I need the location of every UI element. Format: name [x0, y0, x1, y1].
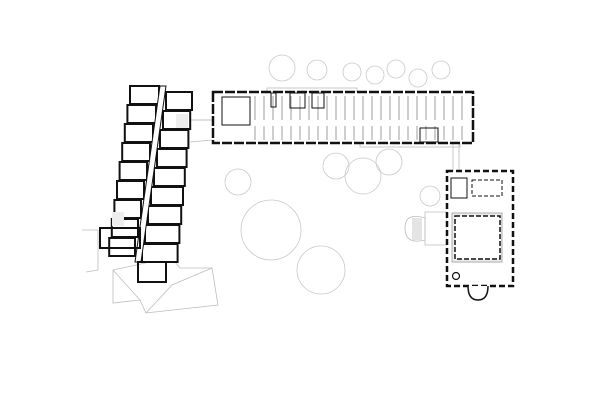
- tree: [296, 245, 346, 295]
- tree: [322, 152, 350, 180]
- tree: [365, 65, 385, 85]
- outer-wall: [211, 90, 475, 145]
- apse: [467, 285, 489, 301]
- roof-ridge: [145, 267, 213, 314]
- tree: [375, 148, 403, 176]
- room-east: [147, 205, 183, 225]
- tree: [431, 60, 451, 80]
- stair: [176, 114, 188, 128]
- room-east: [144, 224, 181, 244]
- room-east: [165, 91, 193, 111]
- long-bar-building: [211, 90, 475, 145]
- tree: [344, 157, 382, 195]
- entrance-hall: [99, 227, 141, 249]
- room-west: [123, 123, 155, 143]
- terrace: [424, 211, 448, 246]
- courtyard-building: [445, 169, 515, 301]
- room-west: [118, 161, 148, 181]
- tree: [342, 62, 362, 82]
- stair: [112, 212, 124, 226]
- tree: [386, 59, 406, 79]
- boundary-line: [82, 229, 99, 273]
- seating-area: [450, 177, 468, 199]
- tree: [224, 168, 252, 196]
- service-room: [311, 92, 325, 109]
- tree: [306, 59, 328, 81]
- stair: [289, 92, 306, 109]
- room-west: [116, 180, 145, 200]
- room-west: [129, 85, 160, 105]
- room-west: [121, 142, 151, 162]
- tree: [268, 54, 296, 82]
- tree: [419, 185, 441, 207]
- tree: [240, 199, 302, 261]
- trees: [224, 54, 451, 295]
- room-west: [126, 104, 158, 124]
- seating-hall: [221, 96, 251, 126]
- spiral-stair: [451, 271, 461, 281]
- tree: [408, 68, 428, 88]
- room-east: [153, 167, 186, 187]
- room-east: [141, 243, 179, 263]
- stair-hall: [471, 179, 503, 197]
- room-east: [150, 186, 184, 206]
- shaft: [270, 92, 277, 108]
- room-east: [159, 129, 190, 149]
- left-slanted-wing: [99, 85, 193, 283]
- roof-ridge: [112, 269, 141, 301]
- bridge-link-right: [452, 143, 460, 171]
- stair-core: [137, 261, 167, 283]
- entrance-stair: [404, 215, 426, 242]
- stair: [419, 127, 439, 143]
- courtyard-wall: [454, 215, 501, 260]
- room-east: [156, 148, 188, 168]
- bridge-link: [189, 119, 213, 143]
